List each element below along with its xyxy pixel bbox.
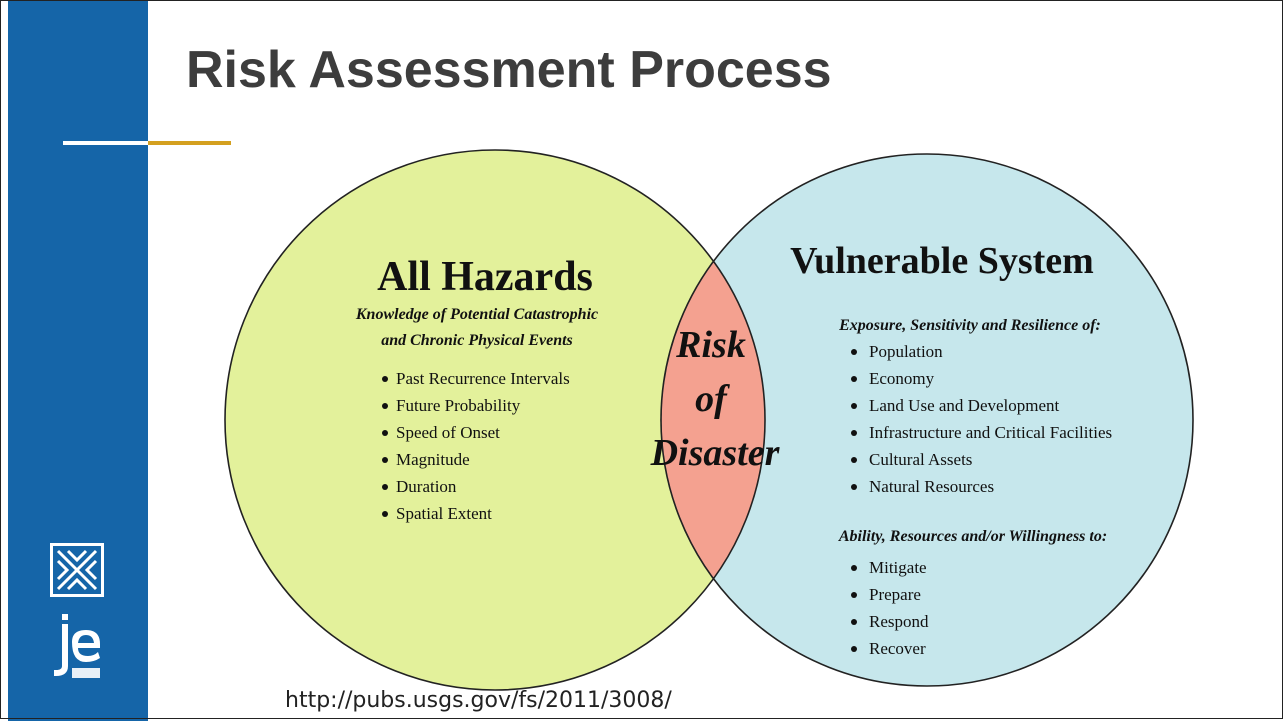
sidebar [8, 0, 148, 721]
vulnerable-list-1-bullet [851, 403, 857, 409]
vulnerable-list-1-item: Cultural Assets [869, 450, 972, 469]
vulnerable-list-1-bullet [851, 376, 857, 382]
title-rule-white [63, 141, 148, 145]
vulnerable-list-1-item: Natural Resources [869, 477, 994, 496]
hazards-subtitle-1: Knowledge of Potential Catastrophic [355, 306, 598, 323]
hazards-list-bullet [382, 484, 388, 490]
snowflake-box-icon [50, 543, 104, 597]
vulnerable-list-2-bullet [851, 619, 857, 625]
vulnerable-list-1-bullet [851, 484, 857, 490]
vulnerable-list-2-bullet [851, 565, 857, 571]
hazards-list-bullet [382, 430, 388, 436]
hazards-list-bullet [382, 376, 388, 382]
vulnerable-list-2-bullet [851, 592, 857, 598]
risk-label-line2: of [695, 378, 730, 420]
hazards-list-item: Magnitude [396, 450, 470, 469]
vulnerable-list-1-item: Land Use and Development [869, 396, 1060, 415]
vulnerable-list-2-item: Mitigate [869, 558, 927, 577]
risk-label-line1: Risk [675, 324, 746, 366]
vulnerable-list-1-item: Economy [869, 369, 935, 388]
hazards-title: All Hazards [377, 254, 593, 300]
hazards-subtitle-2: and Chronic Physical Events [381, 332, 573, 349]
hazards-list-item: Future Probability [396, 396, 521, 415]
vulnerable-circle [661, 154, 1193, 686]
vulnerable-list-2-bullet [851, 646, 857, 652]
vulnerable-title: Vulnerable System [790, 240, 1094, 282]
source-url: http://pubs.usgs.gov/fs/2011/3008/ [285, 688, 672, 713]
vulnerable-list-1-bullet [851, 349, 857, 355]
risk-label-line3: Disaster [650, 432, 781, 474]
hazards-list-item: Spatial Extent [396, 504, 492, 523]
vulnerable-list-2-item: Recover [869, 639, 926, 658]
vulnerable-list-1-bullet [851, 430, 857, 436]
hazards-list-bullet [382, 403, 388, 409]
page-title: Risk Assessment Process [186, 41, 832, 99]
hazards-list-item: Duration [396, 477, 457, 496]
vulnerable-heading-2: Ability, Resources and/or Willingness to… [838, 528, 1107, 545]
vulnerable-heading-1: Exposure, Sensitivity and Resilience of: [838, 317, 1101, 334]
hazards-circle [225, 150, 765, 690]
vulnerable-list-1-item: Infrastructure and Critical Facilities [869, 423, 1112, 442]
vulnerable-list-1-bullet [851, 457, 857, 463]
vulnerable-list-2-item: Respond [869, 612, 929, 631]
je-monogram-icon [54, 614, 100, 678]
title-rule-gold [148, 141, 231, 145]
hazards-list-item: Speed of Onset [396, 423, 500, 442]
hazards-list-bullet [382, 457, 388, 463]
hazards-list-item: Past Recurrence Intervals [396, 369, 570, 388]
hazards-list-bullet [382, 511, 388, 517]
vulnerable-list-1-item: Population [869, 342, 943, 361]
vulnerable-list-2-item: Prepare [869, 585, 921, 604]
